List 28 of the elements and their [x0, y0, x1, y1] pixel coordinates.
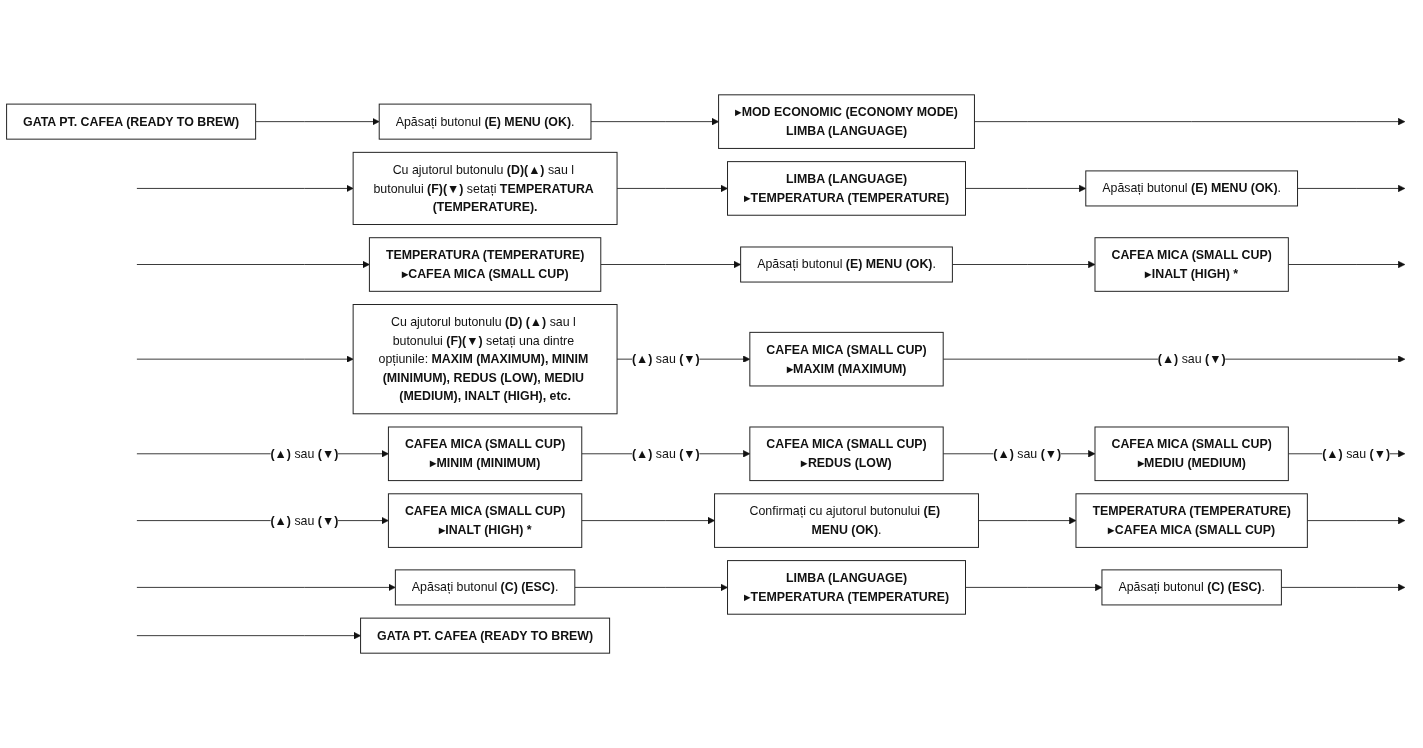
- node-box: LIMBA (LANGUAGE) ▸TEMPERATURA (TEMPERATURE): [727, 560, 966, 615]
- edge-label: (▲) sau (▼): [1157, 351, 1226, 366]
- node-box: Apăsați butonul (C) (ESC).: [1101, 569, 1282, 606]
- node-box: Apăsați butonul (E) MENU (OK).: [740, 246, 953, 283]
- node-box: CAFEA MICA (SMALL CUP) ▸MAXIM (MAXIMUM): [749, 331, 944, 387]
- edge-label: (▲) sau (▼): [270, 446, 339, 461]
- edge-label: (▲) sau (▼): [631, 446, 700, 461]
- node-box: Confirmați cu ajutorul butonului (E) MENU (OK).: [714, 493, 979, 548]
- node-box: GATA PT. CAFEA (READY TO BREW): [360, 617, 611, 654]
- node-box: TEMPERATURA (TEMPERATURE) ▸CAFEA MICA (SMALL CUP): [368, 237, 602, 292]
- node-box: CAFEA MICA (SMALL CUP) ▸MINIM (MINIMUM): [387, 426, 583, 482]
- edge-label: (▲) sau (▼): [1322, 446, 1391, 461]
- edge-label: (▲) sau (▼): [270, 512, 339, 527]
- node-box: Cu ajutorul butonulu (D) (▲) sau l butonului (F)(▼) setați una dintre opțiunile: MAXIM (MAXIMUM), MINIM (MINIMUM), REDUS (LOW), MEDIU (MEDIUM), INALT (HIGH), etc.: [352, 304, 618, 415]
- node-box: TEMPERATURA (TEMPERATURE) ▸CAFEA MICA (SMALL CUP): [1075, 493, 1308, 548]
- node-box: CAFEA MICA (SMALL CUP) ▸MEDIU (MEDIUM): [1094, 426, 1289, 482]
- node-box: Apăsați butonul (E) MENU (OK).: [1085, 170, 1299, 207]
- node-box: Apăsați butonul (C) (ESC).: [394, 569, 576, 606]
- node-box: Apăsați butonul (E) MENU (OK).: [378, 103, 592, 140]
- node-box: Cu ajutorul butonulu (D)(▲) sau l butonului (F)(▼) setați TEMPERATURA (TEMPERATURE).: [352, 151, 618, 225]
- edge-label: (▲) sau (▼): [631, 351, 700, 366]
- node-box: CAFEA MICA (SMALL CUP) ▸INALT (HIGH) *: [1094, 237, 1289, 292]
- node-box: GATA PT. CAFEA (READY TO BREW): [6, 103, 257, 140]
- node-box: LIMBA (LANGUAGE) ▸TEMPERATURA (TEMPERATURE): [727, 161, 966, 216]
- edge-label: (▲) sau (▼): [993, 446, 1062, 461]
- node-box: CAFEA MICA (SMALL CUP) ▸INALT (HIGH) *: [387, 493, 583, 548]
- node-box: CAFEA MICA (SMALL CUP) ▸REDUS (LOW): [749, 426, 944, 482]
- node-box: ▸MOD ECONOMIC (ECONOMY MODE) LIMBA (LANGUAGE): [718, 94, 975, 149]
